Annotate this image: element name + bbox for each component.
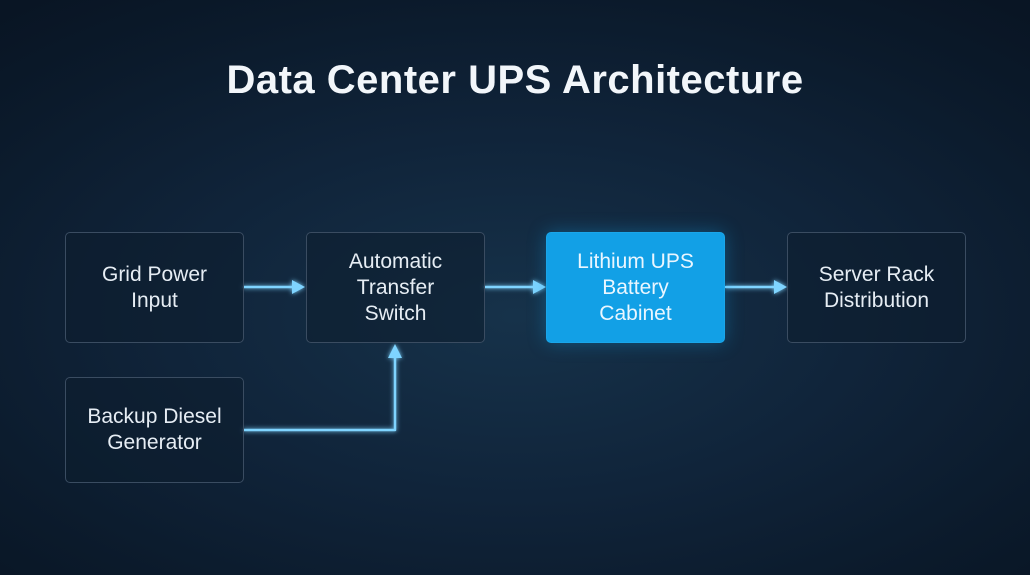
arrow-generator-to-ats [242, 354, 397, 432]
arrowhead-rack-left [774, 280, 787, 294]
diagram-title: Data Center UPS Architecture [226, 58, 804, 102]
node-grid-power-input: Grid Power Input [65, 232, 244, 343]
arrowhead-ups-left [533, 280, 546, 294]
node-server-rack-distribution: Server Rack Distribution [787, 232, 966, 343]
arrowhead-ats-left [292, 280, 305, 294]
node-backup-diesel-generator: Backup Diesel Generator [65, 377, 244, 483]
node-automatic-transfer-switch: Automatic Transfer Switch [306, 232, 485, 343]
node-lithium-ups-battery-cabinet: Lithium UPS Battery Cabinet [546, 232, 725, 343]
arrowhead-ats-bottom [388, 344, 402, 358]
